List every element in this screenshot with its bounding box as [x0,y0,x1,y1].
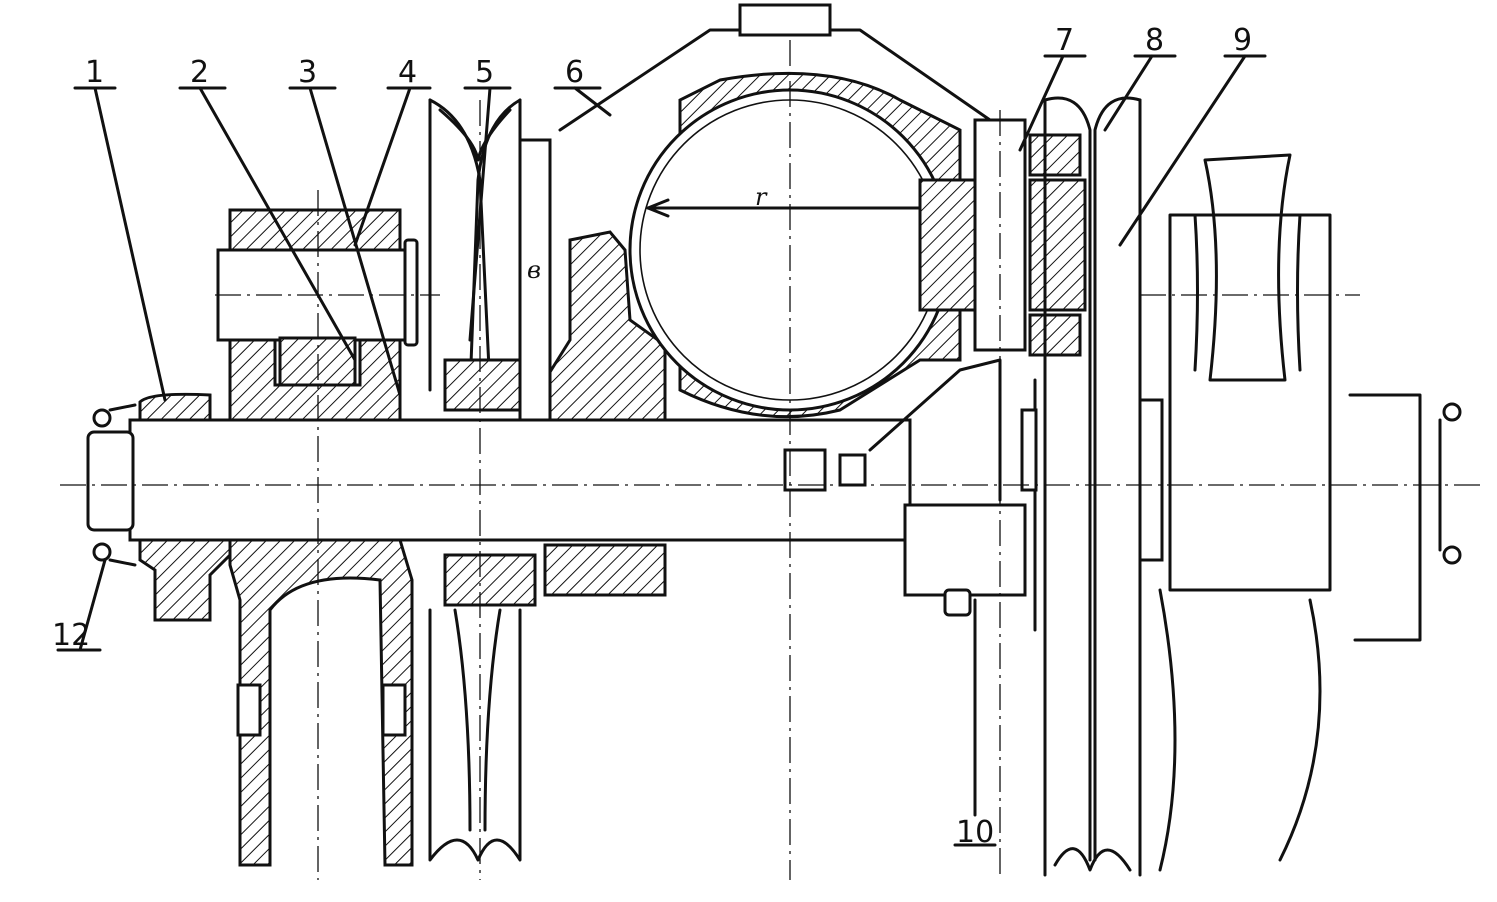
gap-label: в [527,256,541,284]
callout-5: 5 [475,55,494,90]
callout-9: 9 [1233,23,1252,58]
main-shaft [86,403,912,567]
right-wheel [1138,153,1462,872]
right-sheave [1020,96,1142,877]
callout-4: 4 [398,55,417,90]
callout-2: 2 [190,55,209,90]
centre-lines [60,40,1485,880]
left-hub [138,392,232,622]
callout-1: 1 [85,55,104,90]
callout-8: 8 [1145,23,1164,58]
left-wheel-assembly [216,208,419,867]
leader-lines [56,54,1267,847]
callout-10: 10 [956,815,994,850]
callout-6: 6 [565,55,584,90]
bottom-bracket [783,358,1027,617]
callout-3: 3 [298,55,317,90]
radius-label: r [755,183,768,211]
callout-7: 7 [1055,23,1074,58]
callout-labels: 1 2 3 4 5 6 7 8 9 10 12 r в [52,23,1252,850]
callout-12: 12 [52,618,90,653]
